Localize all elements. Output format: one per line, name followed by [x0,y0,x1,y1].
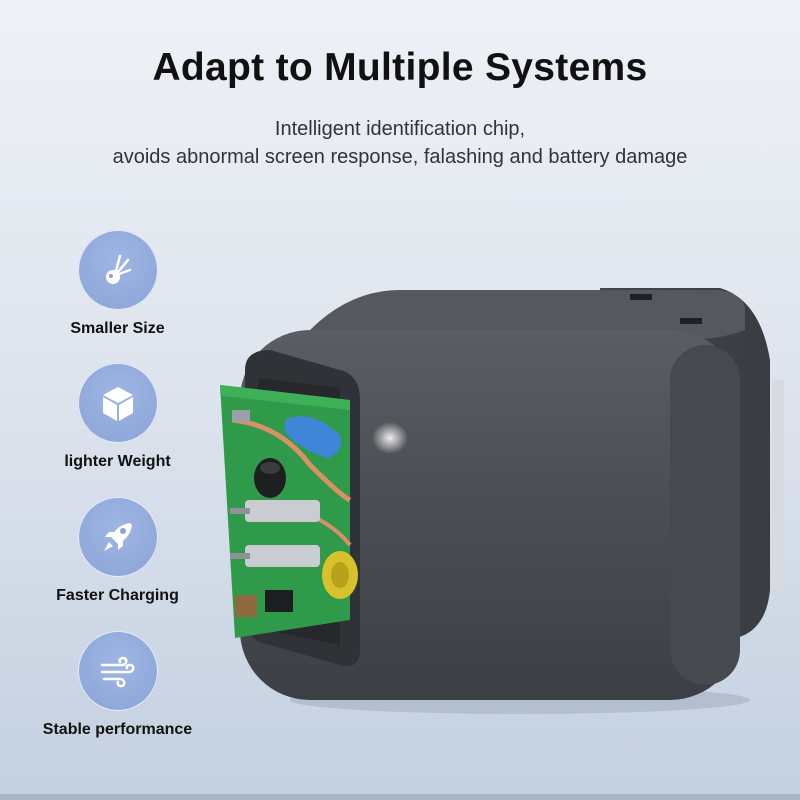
bottom-strip [0,794,800,800]
rocket-icon [77,497,158,577]
feature-label: Faster Charging [56,587,179,604]
feature-smaller-size: Smaller Size [20,230,215,338]
subtitle-line-2: avoids abnormal screen response, falashi… [112,146,688,168]
wind-icon [77,631,158,711]
subtitle-line-1: Intelligent identification chip, [274,118,526,140]
feature-label: Stable performance [42,721,193,738]
feature-faster-charging: Faster Charging [20,497,215,605]
page-title: Adapt to Multiple Systems [152,46,648,89]
small-size-icon [77,230,158,310]
feature-label: Smaller Size [70,320,165,337]
feature-lighter-weight: lighter Weight [20,363,215,471]
cube-icon [77,363,158,443]
charger-illustration [220,288,784,714]
feature-stable-performance: Stable performance [20,631,215,739]
feature-label: lighter Weight [64,453,171,470]
